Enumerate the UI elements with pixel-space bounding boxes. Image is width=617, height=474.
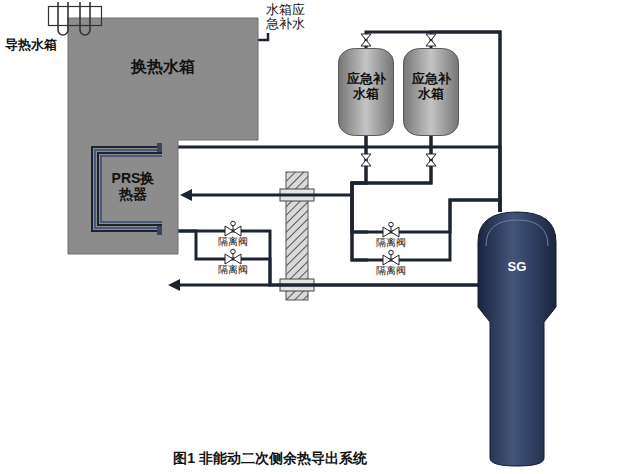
pipe-line — [256, 259, 478, 285]
valve-symbol — [426, 160, 436, 166]
valve-symbol — [361, 160, 371, 166]
conduction-tank: 导热水箱 — [48, 6, 102, 26]
node-label: 应急补水箱 — [409, 72, 453, 102]
sg-shape — [478, 212, 556, 466]
outlet-pipe — [178, 284, 270, 287]
steam-generator: SG — [478, 212, 556, 466]
node-label: 隔离阀 — [368, 265, 414, 277]
heat-exchange-tank: 换热水箱 PRS换热器 — [68, 18, 258, 254]
isolation-valve: 隔离阀 — [210, 221, 256, 249]
tank-shape — [68, 18, 258, 254]
node-label: PRS换热器 — [108, 170, 158, 202]
node-label: 隔离阀 — [210, 264, 256, 276]
valve-symbol — [426, 40, 436, 46]
valve-symbol — [426, 34, 436, 40]
node-label: 隔离阀 — [210, 236, 256, 248]
node-label: 应急补水箱 — [344, 72, 388, 102]
outlet-pipe — [190, 194, 352, 197]
pipe-line — [256, 231, 478, 285]
node-label: SG — [478, 260, 556, 275]
isolation-valve: 隔离阀 — [210, 249, 256, 277]
hx-shape — [48, 6, 102, 26]
valve-symbol — [426, 154, 436, 160]
node-label: 换热水箱 — [68, 58, 258, 76]
figure-caption: 图1 非能动二次侧余热导出系统 — [0, 450, 540, 466]
isolation-valve: 隔离阀 — [368, 222, 414, 250]
prs-heat-exchanger: PRS换热器 — [88, 142, 162, 236]
valve-symbol — [361, 154, 371, 160]
pipe-label: 水箱应急补水 — [262, 3, 308, 31]
node-label: 隔离阀 — [368, 237, 414, 249]
isolation-valve: 隔离阀 — [368, 250, 414, 278]
emergency-makeup-tank: 应急补水箱 — [338, 48, 394, 136]
pipe-line — [352, 136, 431, 260]
node-label: 导热水箱 — [4, 38, 58, 53]
emergency-makeup-tank: 应急补水箱 — [403, 48, 459, 136]
flow-arrowhead — [180, 189, 192, 201]
valve-symbol — [361, 34, 371, 40]
flow-arrowhead — [168, 279, 180, 291]
valve-symbol — [361, 40, 371, 46]
